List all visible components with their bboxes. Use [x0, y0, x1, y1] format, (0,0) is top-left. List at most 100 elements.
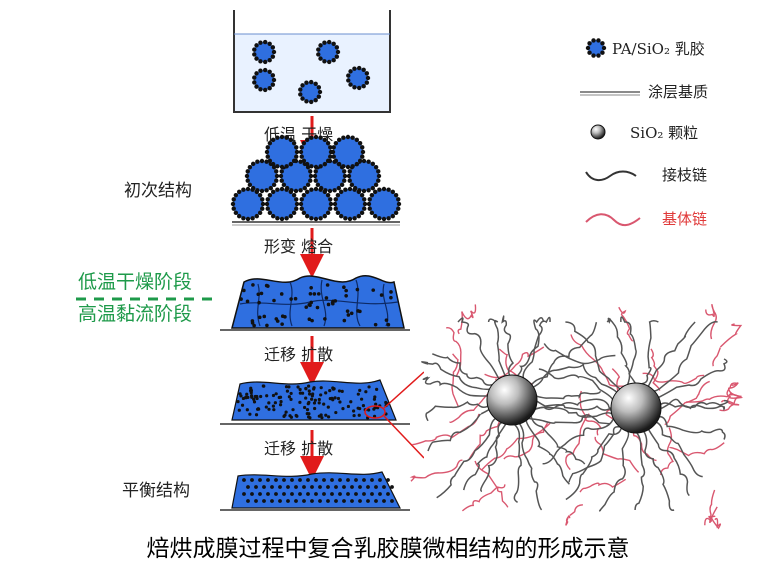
equilibrium-sio2-dot: [322, 492, 326, 496]
legend-coating-symbol: [580, 91, 640, 96]
migrating-sio2-dot: [298, 400, 302, 404]
beaker: [233, 10, 391, 113]
fused-sio2-dot: [256, 292, 261, 297]
stacked-latex-particle-sio2: [360, 145, 365, 150]
stacked-latex-particle-sio2: [274, 169, 279, 174]
stacked-latex-particle-sio2: [331, 145, 336, 150]
fused-sio2-dot: [386, 322, 391, 327]
fused-sio2-dot: [315, 305, 320, 310]
migrating-sio2-dot: [256, 407, 260, 411]
stacked-latex-particle-sio2: [381, 186, 387, 192]
migrating-sio2-dot: [317, 414, 321, 418]
equilibrium-sio2-dot: [242, 478, 246, 482]
stacked-latex-particle-sio2: [254, 213, 260, 219]
stacked-latex-particle-sio2: [278, 173, 284, 179]
fused-sio2-dot: [242, 288, 246, 293]
migrating-sio2-dot: [287, 385, 291, 389]
migrating-sio2-dot: [278, 395, 283, 399]
legend-latex-particle-sio2: [601, 45, 607, 51]
fused-sio2-dot: [304, 305, 309, 309]
stacked-latex-particle-sio2: [301, 140, 307, 146]
stacked-latex-particle-sio2: [322, 137, 328, 143]
beaker-latex-particle-sio2: [313, 81, 318, 86]
stacked-latex-particle-sio2: [264, 201, 270, 207]
graft-chain: [422, 376, 488, 397]
beaker-latex-particle-sio2: [327, 39, 332, 45]
fused-sio2-dot: [333, 299, 338, 303]
stacked-latex-particle-sio2: [279, 164, 285, 170]
stacked-latex-particle: [267, 137, 297, 167]
equilibrium-sio2-dot: [354, 478, 358, 482]
graft-chain: [517, 316, 545, 377]
equilibrium-sio2-dot: [274, 478, 278, 482]
legend-latex-particle-sio2: [600, 41, 605, 46]
stacked-latex-particle-sio2: [377, 187, 382, 192]
legend-sio2-symbol: [590, 124, 606, 140]
stacked-latex-particle-sio2: [356, 213, 362, 219]
step4-label: 迁移 扩散: [264, 439, 333, 458]
stacked-latex-particle-sio2: [294, 149, 300, 155]
stacked-latex-particle-sio2: [322, 161, 328, 167]
beaker-latex-particle-sio2: [254, 84, 259, 89]
equilibrium-sio2-dot: [286, 485, 290, 489]
migrating-sio2-dot: [267, 407, 271, 411]
graft-chain: [525, 420, 570, 485]
fused-sio2-dot: [310, 318, 314, 323]
migrating-sio2-dot: [245, 392, 249, 396]
stacked-latex-particle-sio2: [347, 169, 352, 174]
equilibrium-sio2-dot: [350, 485, 354, 489]
migrating-sio2-dot: [331, 386, 335, 390]
migrating-sio2-dot: [317, 397, 321, 402]
legend-coating-label: 涂层基质: [648, 83, 708, 101]
stacked-latex-particle: [267, 189, 297, 219]
migrating-sio2-dot: [289, 391, 293, 396]
beaker-latex-particle-sio2: [252, 75, 257, 80]
stacked-latex-particle-sio2: [291, 158, 297, 164]
migrating-sio2-dot: [304, 396, 308, 400]
beaker-latex-particle-sio2: [270, 54, 276, 59]
migrating-sio2-dot: [252, 400, 257, 404]
stacked-latex-particle-sio2: [299, 206, 304, 211]
equilibrium-sio2-dot: [350, 499, 354, 503]
stacked-latex-particle-sio2: [270, 161, 276, 167]
matrix-chain: [594, 436, 640, 473]
stacked-latex-particle-sio2: [267, 140, 273, 146]
graft-chain: [436, 418, 496, 499]
graft-chain: [421, 361, 490, 391]
stacked-latex-particle-sio2: [250, 216, 255, 221]
beaker-latex-particle-sio2: [270, 45, 276, 50]
stacked-latex-particle-sio2: [328, 145, 333, 150]
fused-sio2-dot: [245, 299, 250, 304]
migrating-sio2-dot: [300, 391, 305, 395]
migrating-sio2-dot: [304, 387, 308, 391]
stacked-latex-particle-sio2: [325, 192, 331, 198]
equilibrium-sio2-dot: [258, 478, 262, 482]
fused-sio2-dot: [274, 317, 279, 321]
migrating-sio2-dot: [284, 385, 289, 389]
equilibrium-sio2-dot: [310, 499, 314, 503]
migrating-sio2-dot: [367, 385, 371, 389]
beaker-latex-particle-sio2: [300, 83, 305, 88]
migrating-sio2-dot: [367, 408, 371, 412]
migrating-sio2-dot: [236, 399, 240, 404]
migrating-sio2-dot: [248, 389, 253, 393]
equilibrium-sio2-dot: [298, 492, 302, 496]
beaker-latex-particle-sio2: [331, 58, 336, 63]
equilibrium-sio2-dot: [338, 492, 342, 496]
fused-sio2-dot: [356, 309, 360, 313]
beaker-latex-particle-sio2: [254, 56, 259, 61]
migrating-sio2-dot: [313, 398, 317, 402]
stacked-latex-particle-sio2: [284, 135, 289, 140]
migrating-sio2-dot: [351, 409, 356, 413]
stacked-latex-particle-sio2: [357, 158, 363, 164]
equilibrium-sio2-dot: [294, 485, 298, 489]
migrating-sio2-dot: [374, 402, 378, 406]
migrating-sio2-dot: [338, 400, 342, 404]
migrating-sio2-dot: [319, 386, 323, 390]
legend-latex-particle-sio2: [600, 50, 605, 55]
fused-film-layer: [231, 275, 405, 329]
migrating-sio2-dot: [307, 392, 312, 396]
matrix-chain: [457, 304, 477, 335]
equilibrium-sio2-dot: [298, 478, 302, 482]
beaker-latex-particle-sio2: [300, 96, 305, 101]
